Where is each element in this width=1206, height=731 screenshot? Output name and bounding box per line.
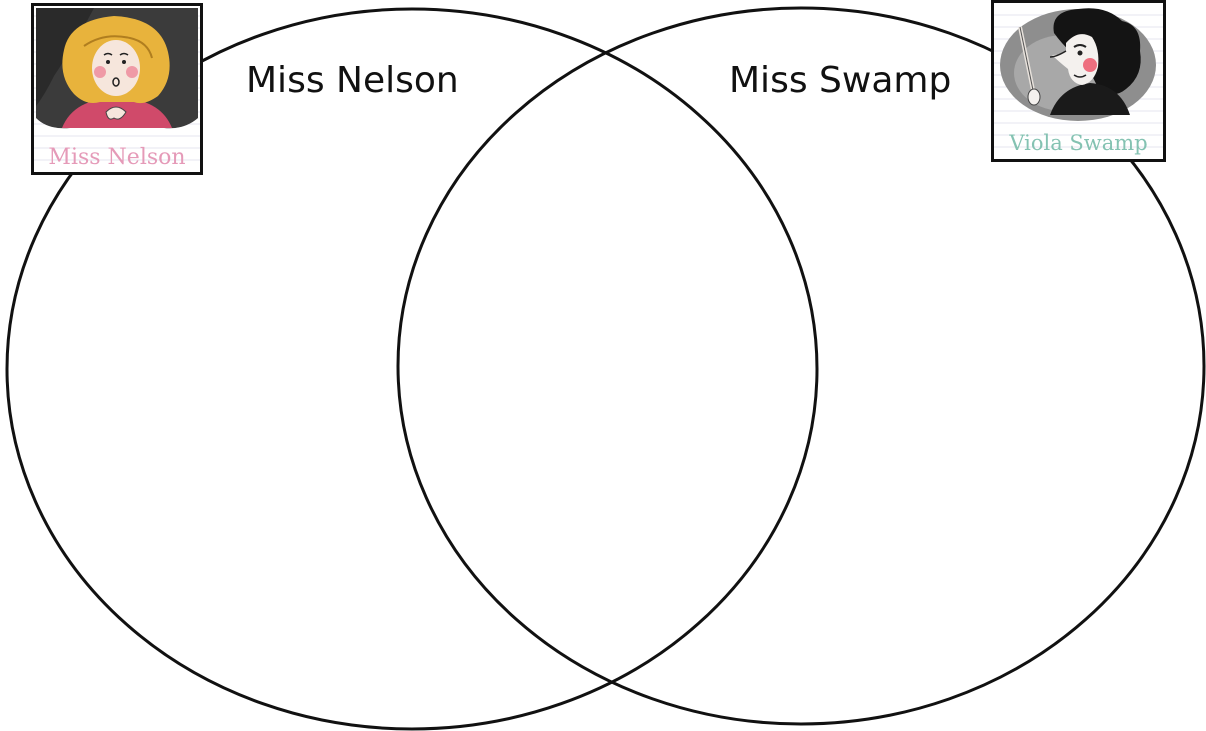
- portrait-caption-viola-swamp: Viola Swamp: [994, 131, 1163, 155]
- portrait-viola-swamp: Viola Swamp: [991, 0, 1166, 162]
- set-label-miss-nelson: Miss Nelson: [246, 60, 459, 101]
- set-label-miss-swamp: Miss Swamp: [729, 60, 951, 101]
- portrait-caption-miss-nelson: Miss Nelson: [34, 145, 200, 170]
- portrait-miss-nelson: Miss Nelson: [31, 3, 203, 175]
